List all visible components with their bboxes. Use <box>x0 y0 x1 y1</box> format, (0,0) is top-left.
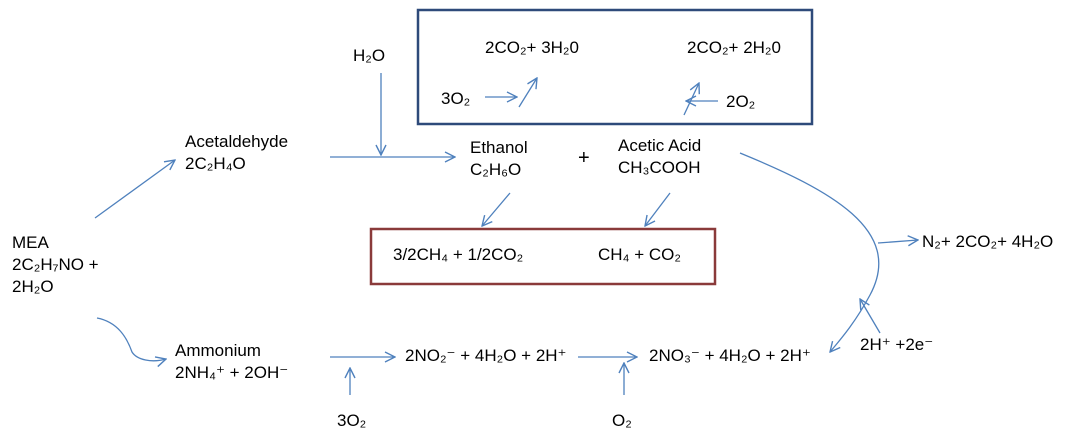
mea-formula: 2C₂H₇NO + <box>12 255 99 274</box>
ethanol-oxidation-oxygen: 3O₂ <box>441 89 471 108</box>
acetaldehyde-name: Acetaldehyde <box>185 132 289 151</box>
mea-label: MEA 2C₂H₇NO + 2H₂O <box>12 232 99 298</box>
nitrogen-product-label: N₂+ 2CO₂+ 4H₂O <box>922 232 1054 251</box>
nitrate-label: 2NO₃⁻ + 4H₂O + 2H⁺ <box>649 346 811 365</box>
arrow-ethanol-to-methane <box>482 192 511 226</box>
arrow-acetic-to-methane <box>645 192 671 226</box>
oxygen-3-label: 3O₂ <box>337 411 367 430</box>
plus-sign: + <box>578 147 590 169</box>
mea-water: 2H₂O <box>12 277 54 296</box>
acetic-oxidation-oxygen: 2O₂ <box>726 92 756 111</box>
aerobic-oxidation-box <box>416 8 814 126</box>
oxygen-1-label: O₂ <box>612 411 632 430</box>
ammonium-label: Ammonium 2NH₄⁺ + 2OH⁻ <box>175 340 288 384</box>
acetaldehyde-formula: 2C₂H₄O <box>185 154 246 173</box>
mea-name: MEA <box>12 233 49 252</box>
acetic-oxidation-products: 2CO₂+ 2H₂0 <box>687 38 781 57</box>
acetic-acid-name: Acetic Acid <box>618 136 702 155</box>
arrow-mea-to-ammonium <box>96 317 166 361</box>
ethanol-label: Ethanol C₂H₆O <box>470 137 528 181</box>
arrow-ethanol-oxidation <box>518 78 537 108</box>
nitrite-label: 2NO₂⁻ + 4H₂O + 2H⁺ <box>405 346 567 365</box>
acetic-methane-products: CH₄ + CO₂ <box>598 245 681 264</box>
acetaldehyde-label: Acetaldehyde 2C₂H₄O <box>185 131 288 175</box>
arrow-nitrate-to-nitrogen <box>877 240 918 243</box>
acetic-acid-formula: CH₃COOH <box>618 158 701 177</box>
ethanol-name: Ethanol <box>470 138 528 157</box>
methanogenesis-box <box>369 227 717 286</box>
arrow-acetic-oxidation <box>683 83 699 116</box>
electrons-label: 2H⁺ +2e⁻ <box>860 335 934 354</box>
ammonium-formula: 2NH₄⁺ + 2OH⁻ <box>175 363 289 382</box>
arrow-electrons-into-denitrification <box>860 299 881 334</box>
water-input-label: H₂O <box>353 46 386 65</box>
ethanol-methane-products: 3/2CH₄ + 1/2CO₂ <box>393 245 524 264</box>
ethanol-oxidation-products: 2CO₂+ 3H₂0 <box>485 38 579 57</box>
ethanol-formula: C₂H₆O <box>470 160 522 179</box>
arrow-mea-to-acetaldehyde <box>94 160 175 219</box>
acetic-acid-label: Acetic Acid CH₃COOH <box>618 135 701 179</box>
arrow-acetic-to-nitrogen <box>739 152 880 352</box>
ammonium-name: Ammonium <box>175 341 261 360</box>
